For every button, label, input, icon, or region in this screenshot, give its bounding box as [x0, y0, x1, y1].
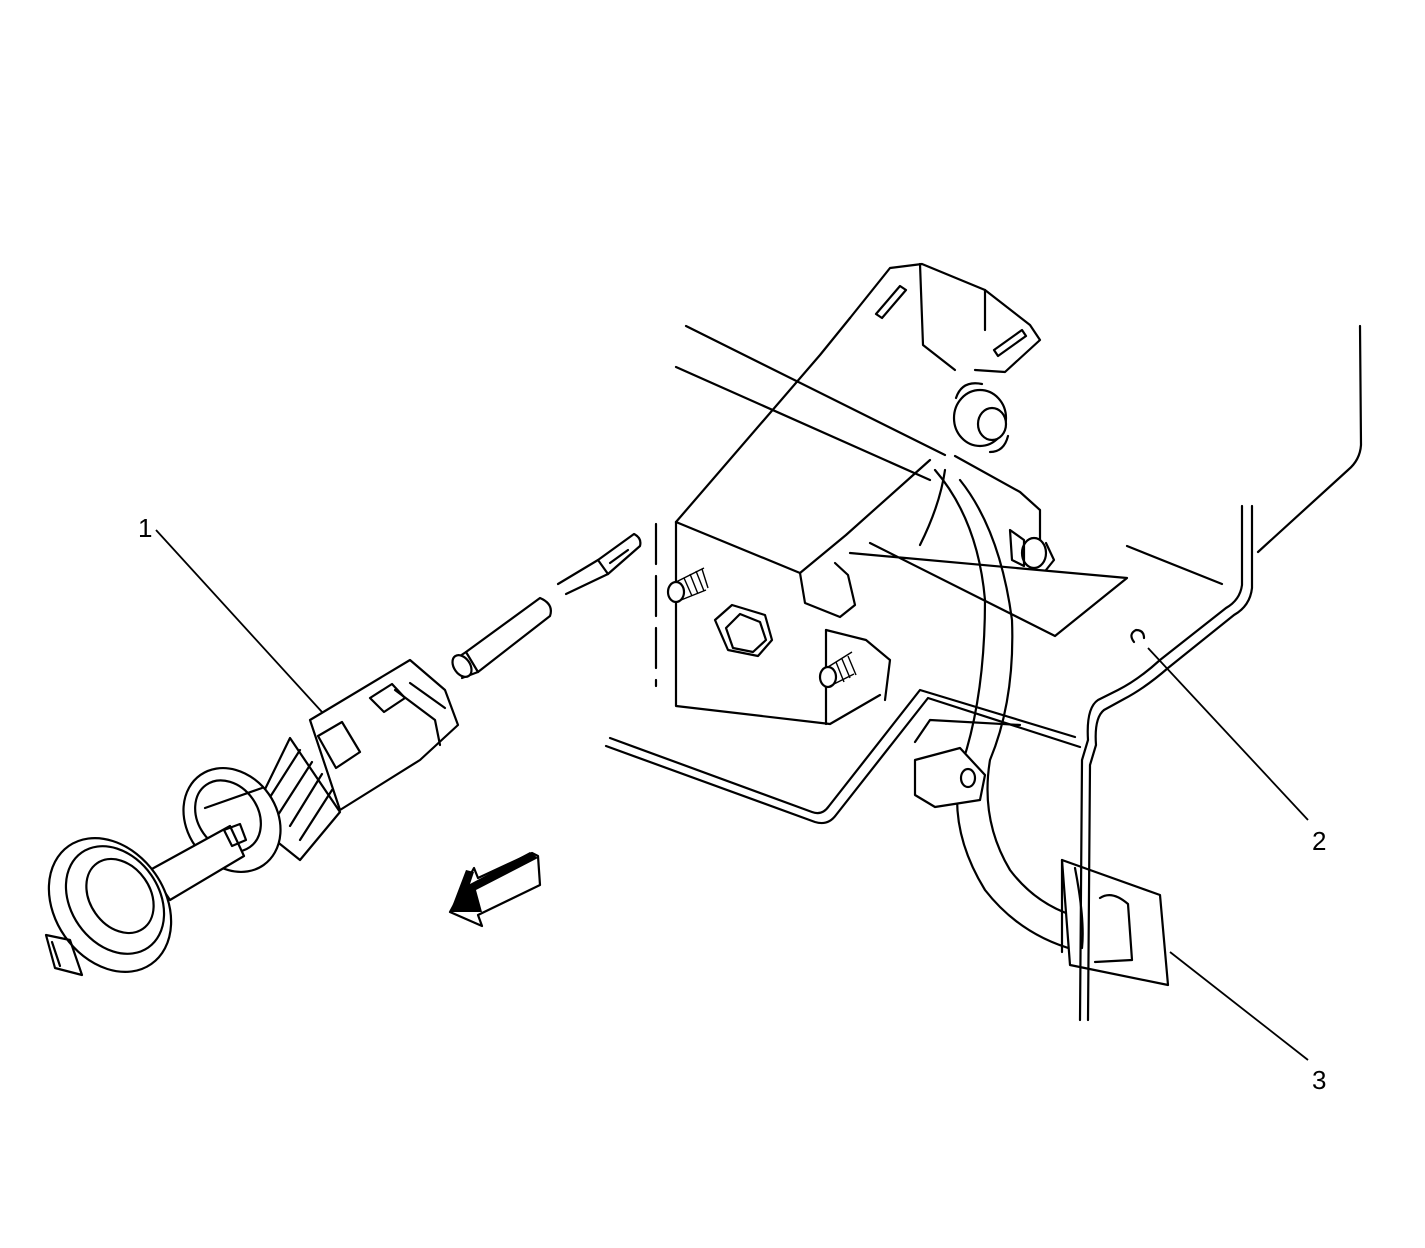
pivot-bushing-upper	[952, 382, 1010, 454]
direction-arrow-icon	[448, 851, 542, 928]
stud-lower	[818, 651, 857, 689]
cable-assembly	[44, 532, 642, 977]
callout-1: 1	[138, 513, 323, 713]
pedal-bracket	[654, 262, 1129, 726]
callout-2: 2	[1147, 647, 1326, 856]
callout-label-3: 3	[1312, 1065, 1326, 1095]
stud-upper	[666, 567, 709, 604]
callout-3: 3	[1169, 951, 1326, 1095]
pedal-arm	[913, 468, 1092, 952]
routing-wire	[1078, 504, 1254, 1022]
pivot-bushing-lower	[1008, 528, 1056, 572]
callout-label-1: 1	[138, 513, 152, 543]
panel-outline	[604, 324, 1363, 825]
pedal-pad	[1060, 858, 1170, 987]
callout-label-2: 2	[1312, 826, 1326, 856]
